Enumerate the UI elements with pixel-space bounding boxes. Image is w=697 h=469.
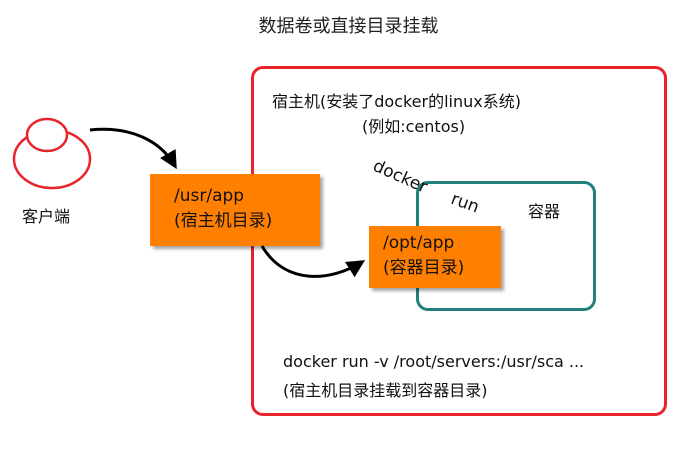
- host-to-container-arrow: [260, 245, 366, 278]
- docker-command: docker run -v /root/servers:/usr/sca ...: [283, 352, 585, 371]
- docker-command-note: (宿主机目录挂载到容器目录): [283, 381, 488, 400]
- container-directory-label: (容器目录): [383, 258, 465, 278]
- host-directory-label: (宿主机目录): [174, 211, 273, 231]
- host-machine-label: 宿主机(安装了docker的linux系统): [272, 92, 521, 111]
- host-machine-example: (例如:centos): [362, 117, 466, 136]
- client-to-host-arrow: [89, 127, 177, 170]
- container-label: 容器: [528, 202, 561, 221]
- host-directory-box: /usr/app (宿主机目录): [150, 174, 320, 246]
- client-label: 客户端: [22, 207, 71, 226]
- container-directory-box: /opt/app (容器目录): [369, 226, 501, 288]
- host-directory-path: /usr/app: [174, 186, 245, 206]
- diagram-title: 数据卷或直接目录挂载: [258, 16, 439, 37]
- container-directory-path: /opt/app: [383, 233, 455, 253]
